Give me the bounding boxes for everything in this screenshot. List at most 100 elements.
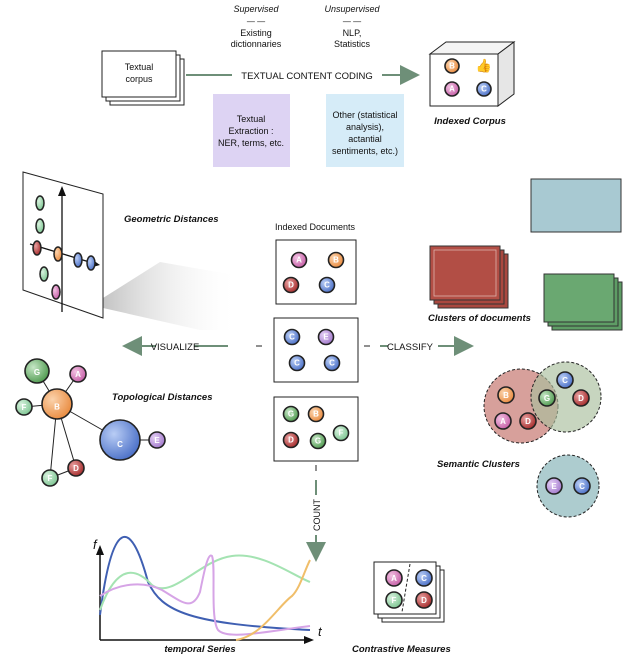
doc2-node-3: C <box>288 354 306 372</box>
contrastive-node-2-label: C <box>421 574 427 583</box>
doc1-node-3: D <box>282 276 300 294</box>
geometric-point-2 <box>35 218 45 234</box>
geometric-distances-label: Geometric Distances <box>124 214 219 225</box>
textual-box-line-2: Extraction : <box>228 126 273 136</box>
cluster-node-3-label: D <box>578 394 584 403</box>
cluster-node-4-label: A <box>500 417 506 426</box>
textual-box-line-1: Textual <box>237 114 266 124</box>
semantic-cluster-regions <box>483 361 602 518</box>
topo-node-3-label: F <box>22 403 27 412</box>
topo-node-6: E <box>148 431 166 449</box>
topo-node-5-label: C <box>117 440 123 449</box>
doc3-node-1-label: G <box>288 410 294 419</box>
contrastive-node-1-label: A <box>391 574 397 583</box>
other-analysis-box <box>326 94 404 167</box>
cluster-node-6: D <box>519 412 537 430</box>
cube-node-c-label: C <box>481 84 487 93</box>
geometric-point-3 <box>32 240 42 256</box>
topological-distances-label: Topological Distances <box>112 392 212 403</box>
cluster-node-8-label: C <box>579 482 585 491</box>
contrastive-measures-label: Contrastive Measures <box>352 644 451 655</box>
doc2-node-4: C <box>323 354 341 372</box>
doc3-node-4-label: G <box>315 437 321 446</box>
cluster-node-5: G <box>538 389 556 407</box>
textual-box-line-3: NER, terms, etc. <box>218 138 284 148</box>
doc3-node-1: G <box>282 405 300 423</box>
contrastive-node-4: D <box>415 591 433 609</box>
contrastive-node-1: A <box>385 569 403 587</box>
indexed-document-2 <box>273 317 359 383</box>
cluster-node-5-label: G <box>544 394 550 403</box>
doc3-node-3: D <box>282 431 300 449</box>
clusters-of-documents-label: Clusters of documents <box>428 313 531 324</box>
classify-label-bg <box>388 340 438 352</box>
topological-graph-edges <box>23 370 157 479</box>
doc2-node-1-label: C <box>289 333 295 342</box>
textual-extraction-box <box>213 94 290 167</box>
supervised-dash: — — <box>247 17 265 26</box>
cluster-node-7: E <box>545 477 563 495</box>
cluster-node-1-label: B <box>503 391 509 400</box>
cube-node-b: B <box>444 58 460 74</box>
count-label-bg <box>309 495 323 535</box>
cluster-doc-red-stack <box>429 245 509 309</box>
topo-node-7: F <box>41 469 59 487</box>
doc1-node-3-label: D <box>288 281 294 290</box>
supervised-desc-1: Existing <box>240 28 272 38</box>
topo-node-1: G <box>24 358 50 384</box>
thumbs-up-icon: 👍 <box>476 58 492 73</box>
axis-t-label: t <box>318 624 323 639</box>
semantic-clusters-label: Semantic Clusters <box>437 459 520 470</box>
supervised-label: Supervised <box>233 4 279 14</box>
doc1-node-2-label: B <box>333 256 339 265</box>
unsupervised-dash: — — <box>343 17 361 26</box>
doc3-node-5: F <box>332 424 350 442</box>
doc2-node-1: C <box>283 328 301 346</box>
temporal-series-label: temporal Series <box>164 644 235 655</box>
topo-node-7-label: F <box>48 474 53 483</box>
doc3-node-2: B <box>307 405 325 423</box>
axis-f-label: f <box>93 537 98 552</box>
doc1-node-1: A <box>290 251 308 269</box>
cluster-node-7-label: E <box>551 482 557 491</box>
doc2-node-3-label: C <box>294 359 300 368</box>
topo-node-8: D <box>67 459 85 477</box>
topo-node-6-label: E <box>154 436 160 445</box>
doc3-node-3-label: D <box>288 436 294 445</box>
contrastive-docs-stack <box>373 561 445 623</box>
corpus-label-2: corpus <box>125 74 153 84</box>
topo-node-4: B <box>41 388 73 420</box>
corpus-label-1: Textual <box>125 62 154 72</box>
unsupervised-desc-2: Statistics <box>334 39 371 49</box>
doc3-node-2-label: B <box>313 410 319 419</box>
count-label: COUNT <box>312 499 322 531</box>
contrastive-node-3: F <box>385 591 403 609</box>
topo-node-5: C <box>99 419 141 461</box>
doc2-node-2-label: E <box>323 333 329 342</box>
other-box-line-2: analysis), <box>346 122 384 132</box>
cluster-node-3: D <box>572 389 590 407</box>
topo-node-8-label: D <box>73 464 79 473</box>
topo-node-3: F <box>15 398 33 416</box>
geometric-point-5 <box>73 252 83 268</box>
indexed-corpus-cube <box>428 41 516 107</box>
cube-node-b-label: B <box>449 61 455 70</box>
doc1-node-4: C <box>318 276 336 294</box>
temporal-series-chart <box>96 535 314 644</box>
cluster-node-4: A <box>494 412 512 430</box>
coding-arrow-label: TEXTUAL CONTENT CODING <box>241 71 372 82</box>
doc1-node-2: B <box>327 251 345 269</box>
cube-node-a: A <box>444 81 460 97</box>
geometric-point-8 <box>51 284 61 300</box>
cluster-doc-green-stack <box>543 273 623 331</box>
cluster-node-1: B <box>497 386 515 404</box>
cluster-node-2: C <box>556 371 574 389</box>
geometric-point-1 <box>35 195 45 211</box>
geometric-point-6 <box>86 255 96 271</box>
contrastive-node-4-label: D <box>421 596 427 605</box>
doc3-node-5-label: F <box>339 429 344 438</box>
other-box-line-1: Other (statistical <box>332 110 397 120</box>
geometric-point-4 <box>53 246 63 262</box>
topo-node-1-label: G <box>34 368 40 377</box>
